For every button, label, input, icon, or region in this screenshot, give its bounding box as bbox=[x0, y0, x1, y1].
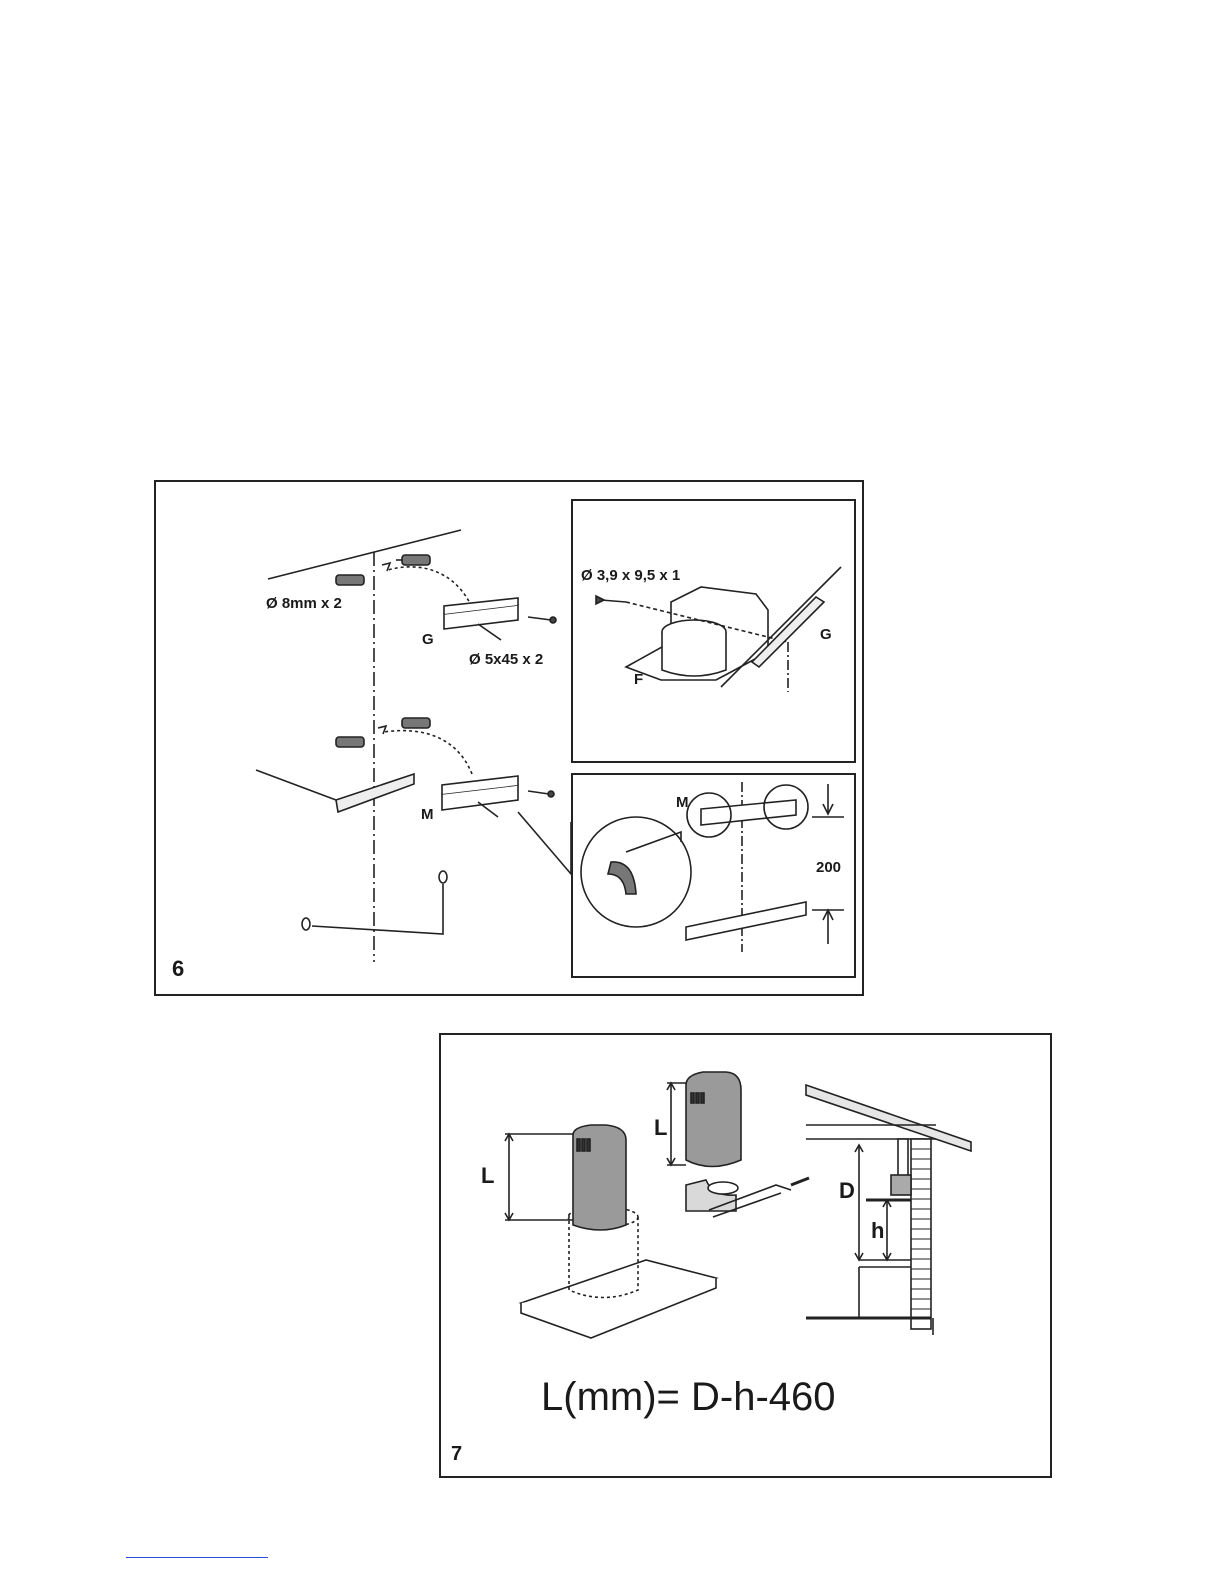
flange-f-label: F bbox=[634, 671, 643, 688]
screw-small-label: Ø 3,9 x 9,5 x 1 bbox=[581, 567, 680, 584]
bracket-g bbox=[444, 598, 556, 640]
wall-plug-icon bbox=[402, 718, 430, 728]
flange-collar bbox=[662, 632, 726, 676]
bracket-g-detail-label: G bbox=[820, 626, 832, 643]
depth-label: D bbox=[839, 1178, 855, 1203]
detail-callout bbox=[518, 812, 571, 874]
drill-hole bbox=[302, 918, 310, 930]
drill-hole bbox=[439, 871, 447, 883]
shelf-line bbox=[256, 770, 336, 800]
bracket-m bbox=[442, 776, 554, 817]
footer-rule bbox=[126, 1557, 268, 1558]
height-label: h bbox=[871, 1218, 884, 1243]
distance-label: 200 bbox=[816, 859, 841, 876]
bracket-m-label: M bbox=[421, 806, 434, 823]
length-label: L bbox=[481, 1163, 494, 1188]
upper-chimney bbox=[573, 1125, 626, 1230]
brick-wall bbox=[911, 1139, 931, 1329]
figure-7: L L D h L(mm)= D-h-460 7 bbox=[439, 1033, 1052, 1478]
figure-number: 7 bbox=[451, 1443, 462, 1466]
ledge bbox=[336, 774, 414, 812]
wall-plug-icon bbox=[396, 555, 430, 565]
ceiling-line bbox=[268, 530, 461, 579]
plug-label: Ø 8mm x 2 bbox=[266, 595, 342, 612]
bracket-g-label: G bbox=[422, 631, 434, 648]
ceiling-slope bbox=[806, 1085, 971, 1151]
length-formula: L(mm)= D-h-460 bbox=[541, 1375, 836, 1420]
wall-plug-icon bbox=[336, 737, 364, 747]
length-label-cut: L bbox=[654, 1115, 667, 1140]
chimney-cut bbox=[686, 1072, 741, 1167]
figure-number: 6 bbox=[172, 956, 184, 982]
screw-long-label: Ø 5x45 x 2 bbox=[469, 651, 543, 668]
zoom-circle bbox=[581, 817, 691, 927]
figure-6: Ø 8mm x 2 G Ø 5x45 x 2 M Ø 3,9 x 9,5 x 1… bbox=[154, 480, 864, 996]
placement-arrow bbox=[384, 731, 472, 774]
hole-leader bbox=[312, 884, 443, 934]
figure-6-drawing: Ø 8mm x 2 G Ø 5x45 x 2 M Ø 3,9 x 9,5 x 1… bbox=[156, 482, 866, 998]
wall-plug-icon bbox=[336, 575, 364, 585]
bracket-m-detail-label: M bbox=[676, 794, 689, 811]
